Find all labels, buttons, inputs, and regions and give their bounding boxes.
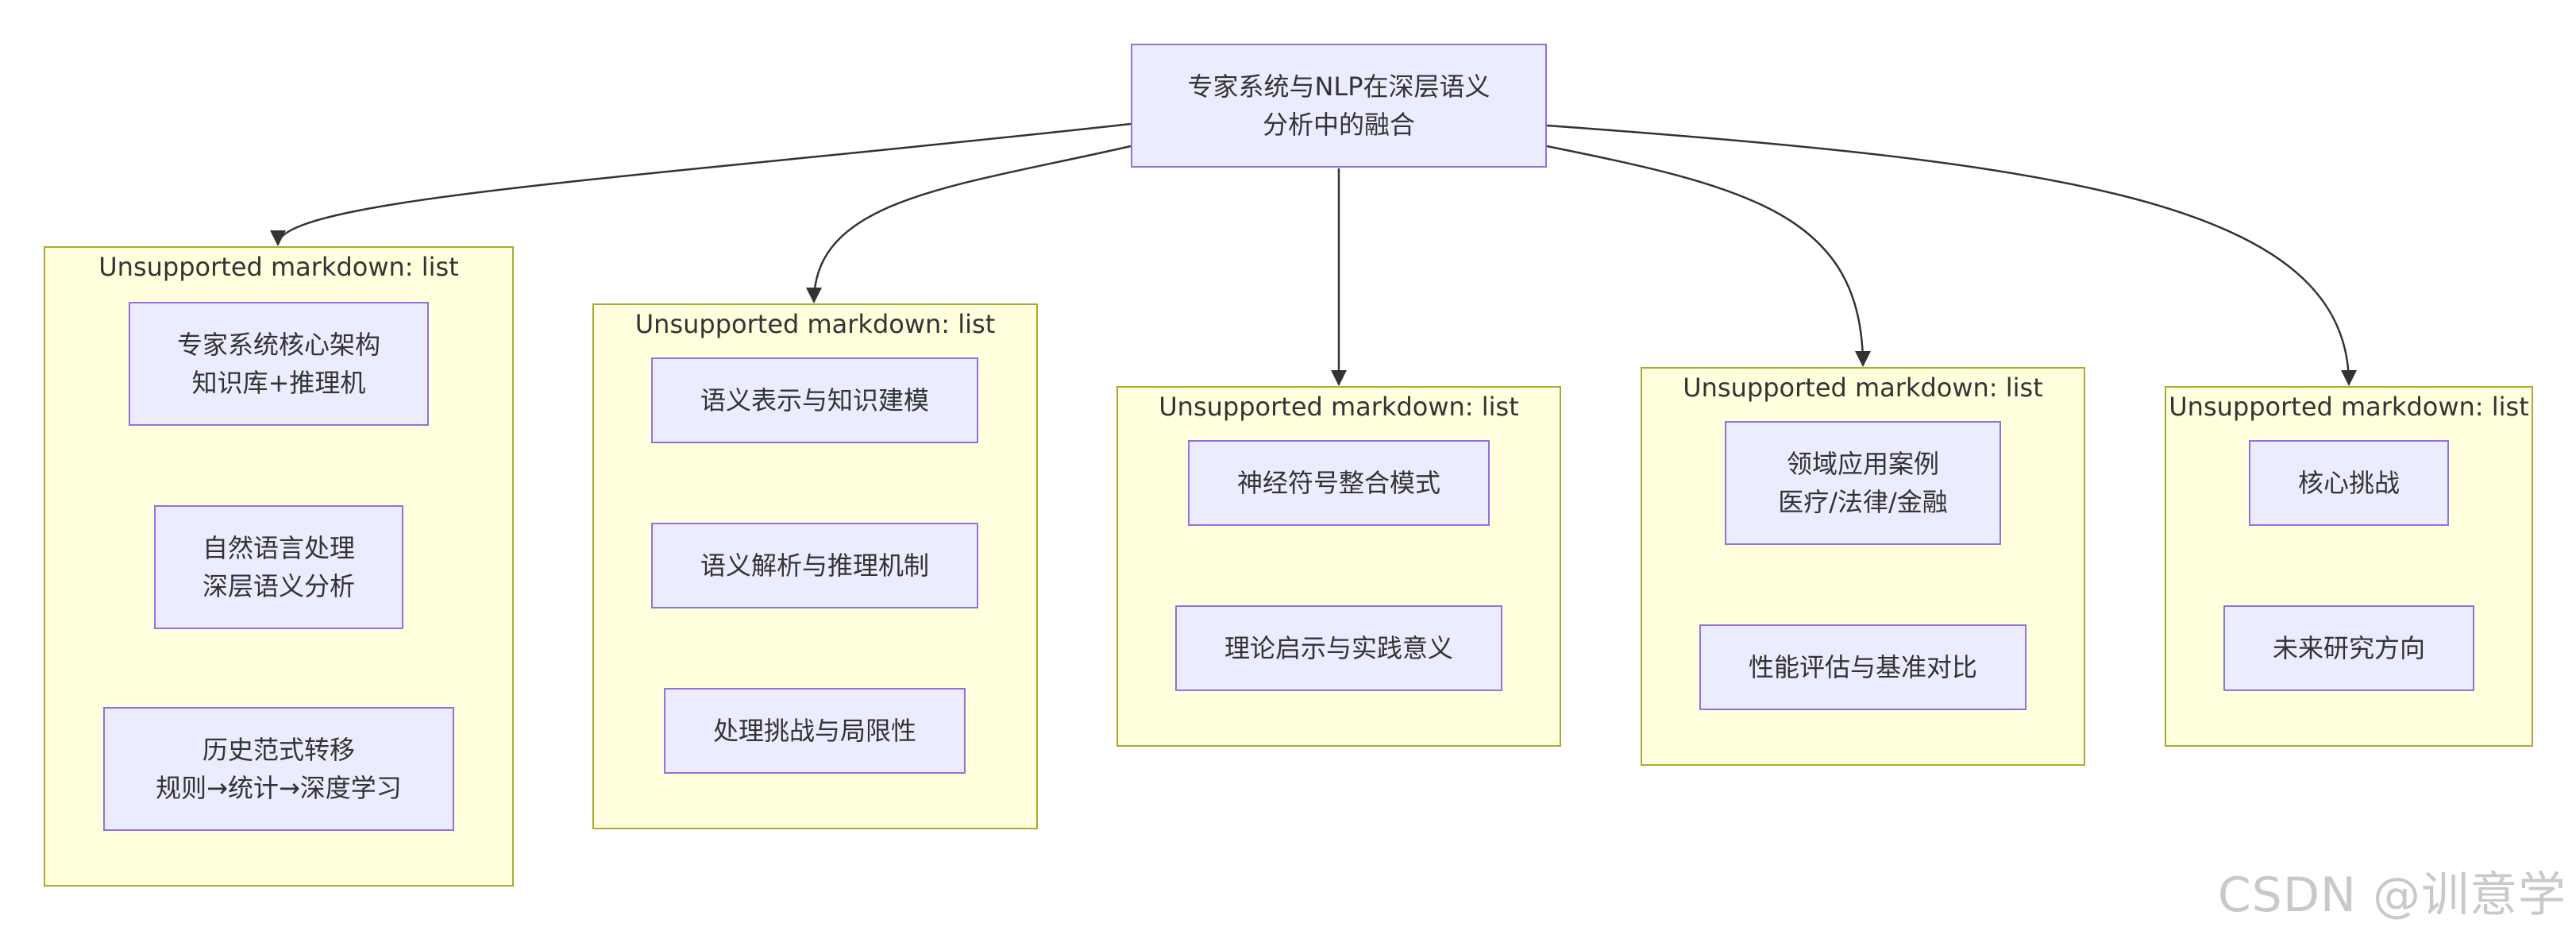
node-label: 理论启示与实践意义 — [1224, 633, 1453, 663]
node-neuro-symbolic[interactable]: 神经符号整合模式 — [1188, 440, 1490, 526]
cluster-title: Unsupported markdown: list — [634, 309, 996, 339]
root-node-label: 专家系统与NLP在深层语义 分析中的融合 — [1187, 71, 1490, 140]
node-semantic-representation[interactable]: 语义表示与知识建模 — [651, 357, 978, 443]
node-expert-system-architecture[interactable]: 专家系统核心架构 知识库+推理机 — [129, 302, 429, 426]
node-performance-evaluation[interactable]: 性能评估与基准对比 — [1699, 624, 2026, 710]
csdn-watermark: CSDN @训意学 — [2217, 867, 2566, 923]
node-label: 语义解析与推理机制 — [700, 550, 929, 581]
node-label: 神经符号整合模式 — [1236, 468, 1440, 498]
edge-root-to-cluster-5 — [1546, 124, 2357, 386]
node-label: 语义表示与知识建模 — [700, 385, 929, 415]
edge-root-to-cluster-4 — [1546, 145, 1871, 367]
node-label: 处理挑战与局限性 — [712, 716, 916, 746]
root-node[interactable]: 专家系统与NLP在深层语义 分析中的融合 — [1131, 44, 1547, 168]
node-nlp-deep-semantics[interactable]: 自然语言处理 深层语义分析 — [154, 505, 403, 629]
cluster-title: Unsupported markdown: list — [1159, 392, 1519, 422]
node-theory-practice[interactable]: 理论启示与实践意义 — [1175, 605, 1502, 691]
node-future-directions[interactable]: 未来研究方向 — [2223, 605, 2474, 691]
node-domain-applications[interactable]: 领域应用案例 医疗/法律/金融 — [1725, 421, 2001, 545]
node-core-challenges[interactable]: 核心挑战 — [2249, 440, 2449, 526]
node-label: 专家系统核心架构 知识库+推理机 — [176, 330, 380, 398]
node-label: 未来研究方向 — [2272, 633, 2425, 663]
node-paradigm-shift[interactable]: 历史范式转移 规则→统计→深度学习 — [103, 707, 454, 831]
node-label: 性能评估与基准对比 — [1748, 652, 1977, 682]
node-semantic-parsing[interactable]: 语义解析与推理机制 — [651, 523, 978, 608]
edge-root-to-cluster-1 — [270, 122, 1132, 246]
node-label: 领域应用案例 医疗/法律/金融 — [1778, 449, 1948, 517]
node-label: 历史范式转移 规则→统计→深度学习 — [156, 735, 402, 803]
cluster-title: Unsupported markdown: list — [2169, 392, 2529, 422]
edge-root-to-cluster-2 — [806, 145, 1132, 303]
node-label: 自然语言处理 深层语义分析 — [202, 533, 355, 601]
node-challenges-limitations[interactable]: 处理挑战与局限性 — [664, 688, 966, 774]
cluster-title: Unsupported markdown: list — [1683, 373, 2043, 403]
cluster-title: Unsupported markdown: list — [98, 252, 459, 282]
node-label: 核心挑战 — [2297, 468, 2400, 498]
